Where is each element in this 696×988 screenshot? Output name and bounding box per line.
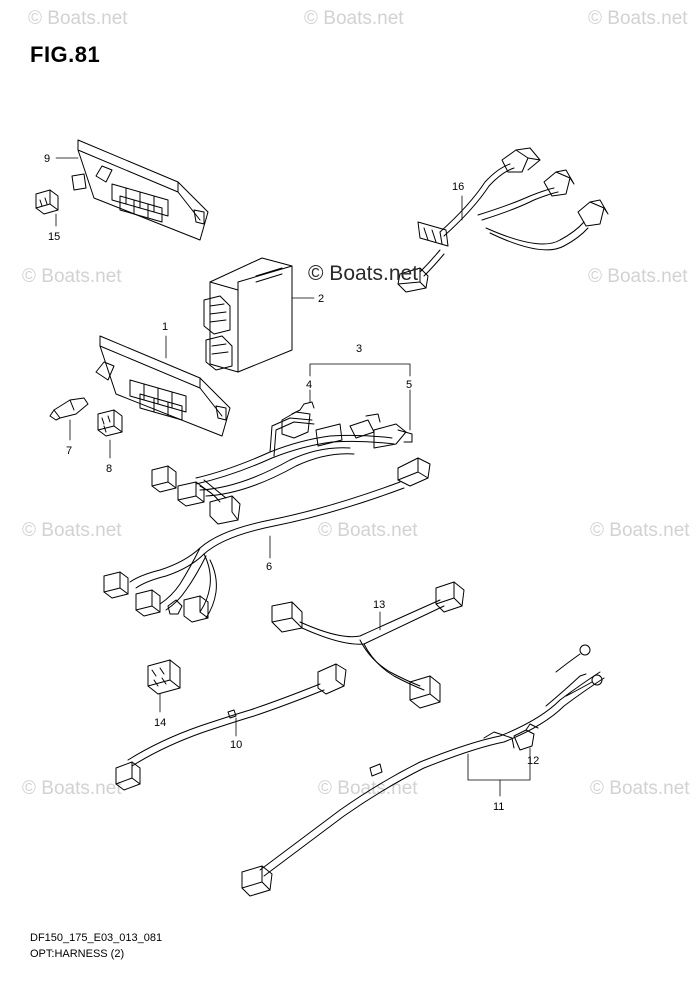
watermark-center: © Boats.net <box>308 262 419 285</box>
part-9-relay-box[interactable] <box>71 139 209 241</box>
callout-numbers: 9 15 2 1 3 4 5 16 7 8 6 13 14 10 12 11 <box>44 153 539 813</box>
diagram-name: OPT:HARNESS (2) <box>30 948 125 960</box>
watermark: © Boats.net <box>588 8 688 29</box>
part-3-harness[interactable] <box>151 401 413 525</box>
callout-6: 6 <box>266 561 272 573</box>
callout-2: 2 <box>318 293 324 305</box>
part-11-harness[interactable] <box>241 644 605 897</box>
watermark: © Boats.net <box>22 266 122 287</box>
part-1-relay-box[interactable] <box>95 335 231 437</box>
figure-title: FIG.81 <box>30 42 101 67</box>
watermark: © Boats.net <box>590 778 690 799</box>
diagram-code: DF150_175_E03_013_081 <box>30 932 163 944</box>
watermark: © Boats.net <box>28 8 128 29</box>
callout-1: 1 <box>162 321 168 333</box>
watermark: © Boats.net <box>590 520 690 541</box>
callout-16: 16 <box>452 181 464 193</box>
watermark: © Boats.net <box>22 778 122 799</box>
watermark: © Boats.net <box>588 266 688 287</box>
callout-14: 14 <box>154 717 166 729</box>
part-16-harness[interactable] <box>397 147 609 293</box>
watermark: © Boats.net <box>22 520 122 541</box>
part-7-terminal[interactable] <box>49 397 89 421</box>
callout-8: 8 <box>106 463 112 475</box>
part-14-connector[interactable] <box>147 659 181 695</box>
callout-3: 3 <box>356 343 362 355</box>
watermark: © Boats.net <box>318 778 418 799</box>
part-2-module[interactable] <box>203 257 293 373</box>
part-13-harness[interactable] <box>271 581 465 709</box>
callout-10: 10 <box>230 739 242 751</box>
part-6-harness[interactable] <box>103 457 431 623</box>
watermark: © Boats.net <box>318 520 418 541</box>
part-10-harness[interactable] <box>115 663 347 791</box>
callout-5: 5 <box>406 379 412 391</box>
part-15-connector[interactable] <box>35 189 59 215</box>
part-8-connector[interactable] <box>97 409 123 437</box>
callout-9: 9 <box>44 153 50 165</box>
callout-13: 13 <box>373 599 385 611</box>
leader-lines <box>55 157 531 797</box>
callout-7: 7 <box>66 445 72 457</box>
callout-4: 4 <box>306 379 312 391</box>
callout-11: 11 <box>493 801 504 813</box>
callout-15: 15 <box>48 231 60 243</box>
callout-12: 12 <box>527 755 539 767</box>
watermark: © Boats.net <box>304 8 404 29</box>
